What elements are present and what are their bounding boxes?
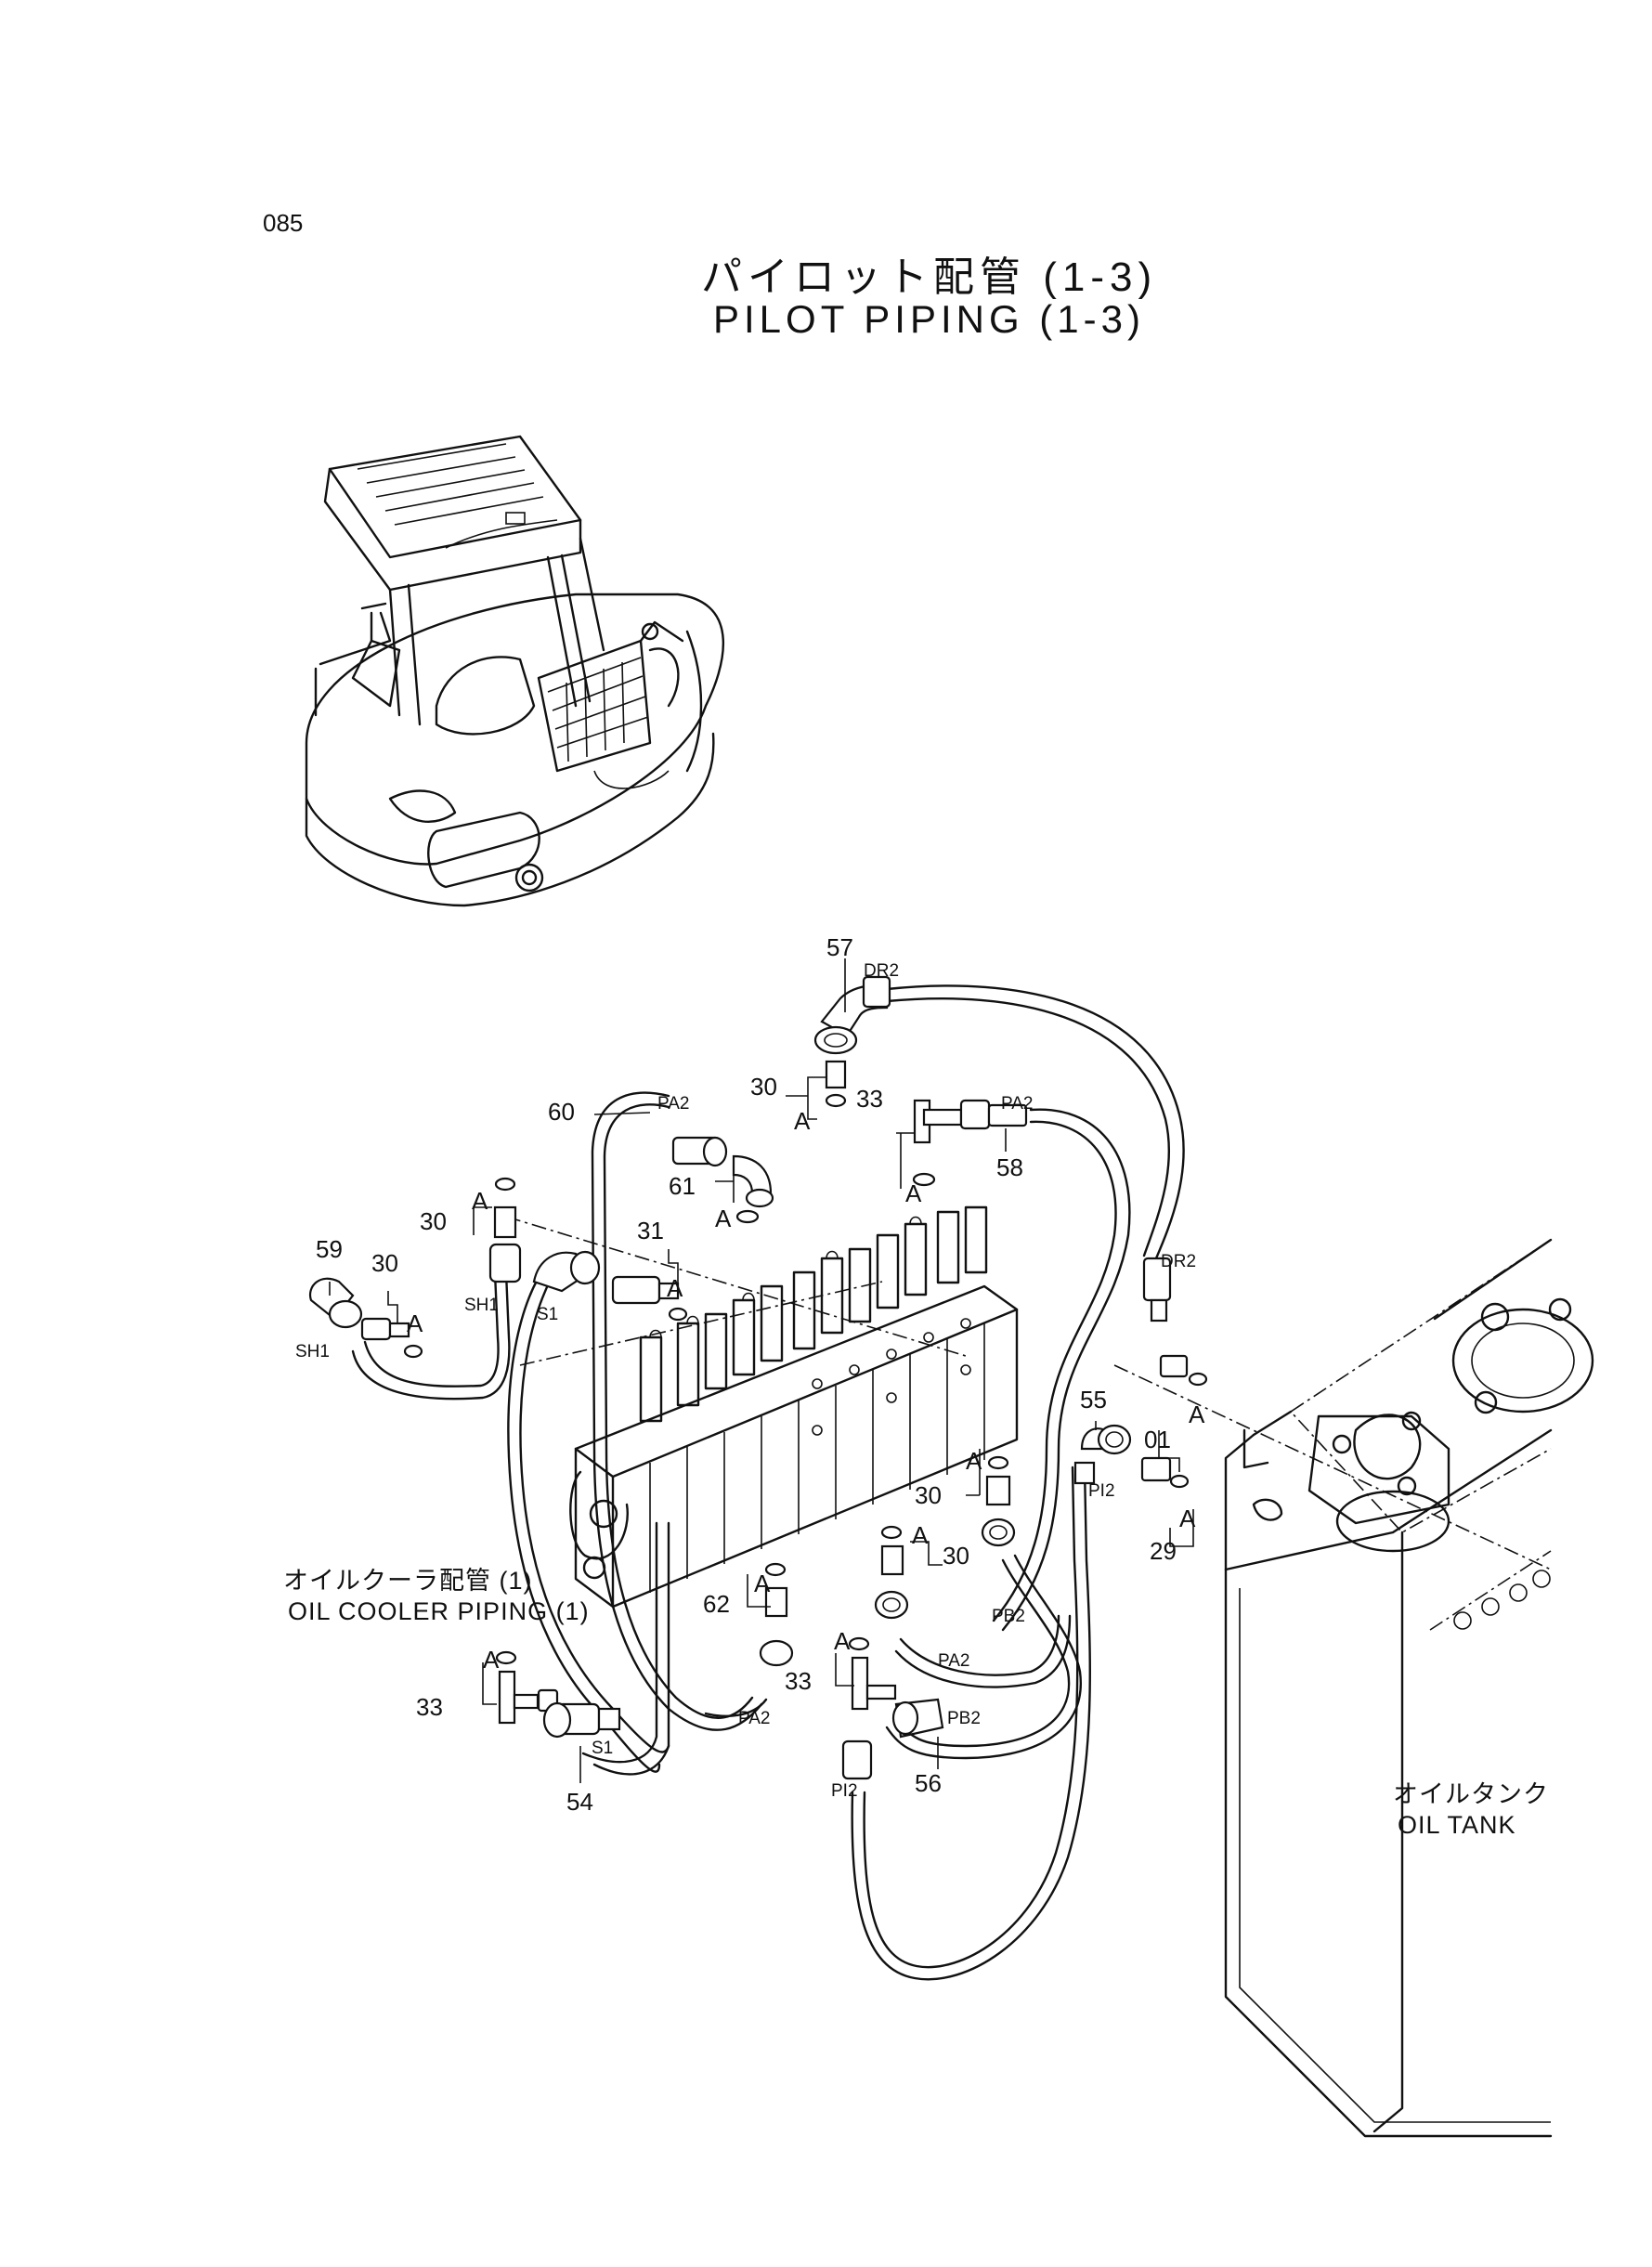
part-callout-57: 57	[826, 933, 853, 961]
part-callout-33: 33	[785, 1667, 812, 1695]
machine-overview-illustration	[305, 435, 724, 907]
part-callout-56: 56	[915, 1769, 942, 1797]
control-valve-block	[505, 1205, 1019, 1609]
part-callout-60: 60	[548, 1098, 575, 1126]
part-callout-33: 33	[856, 1085, 883, 1113]
part-callout-55: 55	[1080, 1386, 1107, 1414]
fittings	[308, 975, 1208, 1780]
port-label-dr2: DR2	[1161, 1252, 1197, 1271]
page-title-english: PILOT PIPING (1-3)	[713, 297, 1145, 341]
detail-mark-a: A	[407, 1309, 423, 1337]
part-callout-54: 54	[566, 1788, 593, 1816]
part-callout-59: 59	[316, 1235, 343, 1263]
port-label-pi2: PI2	[1088, 1481, 1115, 1501]
page-title-japanese: パイロット配管 (1-3)	[701, 254, 1158, 300]
port-label-s1: S1	[537, 1305, 559, 1324]
port-label-dr2: DR2	[864, 961, 900, 981]
part-callout-01: 01	[1144, 1426, 1171, 1453]
detail-mark-a: A	[905, 1179, 922, 1207]
oil-tank-note-japanese: オイルタンク	[1393, 1780, 1549, 1808]
detail-mark-a: A	[794, 1107, 811, 1135]
part-callout-30: 30	[420, 1207, 447, 1235]
part-callout-58: 58	[996, 1153, 1023, 1181]
detail-mark-a: A	[1179, 1505, 1196, 1532]
detail-mark-a: A	[667, 1274, 683, 1302]
leader-lines	[329, 958, 1194, 1783]
part-callout-29: 29	[1150, 1537, 1177, 1565]
part-callout-30: 30	[750, 1073, 777, 1101]
part-callout-33: 33	[416, 1693, 443, 1721]
detail-mark-a: A	[472, 1187, 488, 1215]
port-label-pa2: PA2	[657, 1094, 690, 1114]
port-label-sh1: SH1	[464, 1296, 499, 1315]
port-label-pa2: PA2	[738, 1709, 771, 1728]
port-label-pb2: PB2	[992, 1607, 1025, 1626]
port-label-s1: S1	[592, 1739, 614, 1758]
part-callout-30: 30	[915, 1481, 942, 1509]
detail-mark-a: A	[715, 1205, 732, 1232]
detail-mark-a: A	[483, 1646, 500, 1674]
part-callout-61: 61	[669, 1172, 696, 1200]
part-callout-30: 30	[943, 1542, 969, 1570]
detail-mark-a: A	[966, 1447, 982, 1475]
detail-mark-a: A	[1189, 1401, 1205, 1428]
part-callout-62: 62	[703, 1590, 730, 1618]
port-label-sh1: SH1	[295, 1342, 330, 1362]
part-callout-31: 31	[637, 1217, 664, 1244]
detail-mark-a: A	[912, 1521, 929, 1549]
port-label-pa2: PA2	[1001, 1094, 1034, 1114]
port-label-pb2: PB2	[947, 1709, 981, 1728]
oil-tank-illustration	[1113, 1238, 1594, 2138]
oil-cooler-note-japanese: オイルクーラ配管 (1)	[283, 1567, 533, 1595]
oil-tank-note-english: OIL TANK	[1398, 1811, 1516, 1839]
page-number: 085	[263, 209, 304, 237]
part-callout-30: 30	[371, 1249, 398, 1277]
oil-cooler-note-english: OIL COOLER PIPING (1)	[288, 1597, 590, 1625]
port-label-pa2: PA2	[938, 1651, 970, 1671]
port-label-pi2: PI2	[831, 1781, 858, 1801]
detail-mark-a: A	[834, 1627, 851, 1655]
detail-mark-a: A	[754, 1570, 771, 1597]
hoses	[351, 984, 1185, 1981]
